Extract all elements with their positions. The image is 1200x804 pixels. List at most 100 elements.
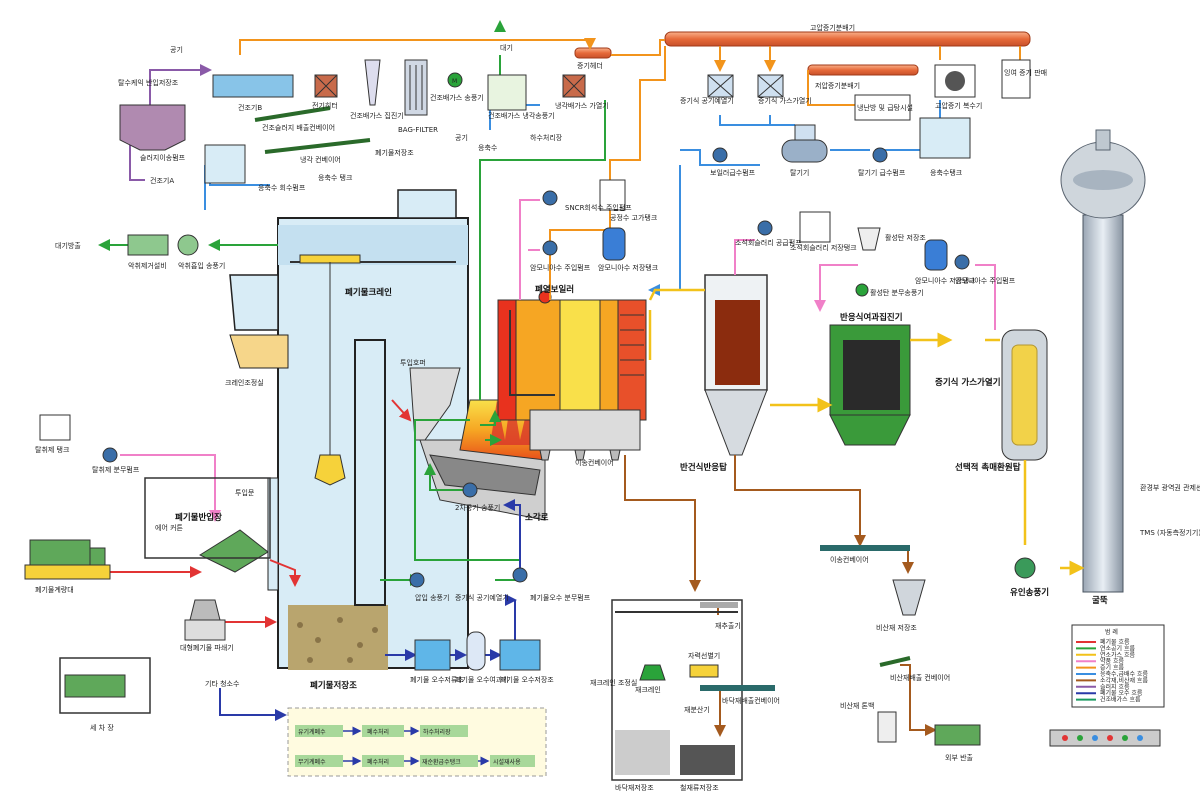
label-sludge-pump: 슬러지이송펌프 [140,153,186,162]
truck-icon [24,529,981,746]
process-r1-c1: 유기계폐수 [298,728,326,736]
label-waste-pit: 폐기물저장조 [310,680,357,691]
label-steam-air-heater2: 증기식 공기예열기 [680,96,734,105]
label-transfer-conveyor: 이송컨베이어 [575,458,614,467]
label-ammonia-tank: 암모니아수 저장탱크 [598,263,659,272]
label-scr-tower: 선택적 촉매환원탑 [955,462,1021,473]
label-activated-carbon-fan: 활성탄 분무송풍기 [870,288,924,297]
label-dry-exhaust-cooler: 건조배가스 냉각송풍기 [488,111,555,120]
label-lime-slurry-pump: 소석회슬러리 공급펌프 [735,238,802,247]
label-deodor-equipment: 악취제거설비 [128,261,167,270]
condensate-tank-left [204,144,246,184]
tank-icon [39,179,948,441]
waste-heat-boiler [497,290,647,461]
legend-label: 폐기물 오수 흐름 [1100,689,1143,697]
label-snc-pump: SNCR희석수 주입펌프 [565,203,632,212]
label-waste-intake: 폐기물반입장 [175,512,222,523]
label-bottom-ash-storage: 바닥재저장조 [615,783,654,792]
label-steam-gas-heater2: 증기식 가스가열기 [935,377,1001,388]
label-iron-storage: 철재류저장조 [680,783,719,792]
label-dry-exhaust-fan: 건조배가스 송풍기 [430,93,484,102]
label-bag-house: 반응식여과집진기 [840,312,903,323]
label-waste-storage-conveyor: 폐기물저장조 [375,148,414,157]
label-other-cleaning: 기타 청소수 [205,679,240,688]
process-r2-c2: 폐수처리 [367,758,389,766]
label-dry-exhaust-collector: 건조배가스 집진기 [350,111,404,120]
intake-shed [144,477,271,559]
process-r1-c3: 하수처리장 [423,728,451,736]
label-bag-filter: BAG-FILTER [398,126,438,134]
process-r2-c1: 무기계폐수 [298,758,326,766]
label-secondary-fan: 2차공기 송풍기 [455,503,500,512]
chimney [1060,129,1146,593]
bag-filter [404,59,428,116]
magnetic-separator [689,664,719,678]
cool-exhaust-heater [562,74,586,98]
district-heating-box [854,94,911,121]
label-waste-boiler: 폐열보일러 [535,284,574,295]
label-weighbridge: 폐기물계량대 [35,585,74,594]
label-air-mid: 공기 [455,133,468,142]
label-condensate-water: 응축수 [478,143,498,152]
legend-label: 증기 흐름 [1100,664,1124,672]
label-moe-center: 환경부 광역권 관제센터 [1140,483,1200,492]
label-condensate-tank2: 응축수탱크 [930,168,963,177]
label-air-top: 공기 [170,45,183,54]
label-condensate-tank: 응축수 탱크 [318,173,353,182]
label-external-out: 외부 반출 [945,753,974,762]
label-steam-gas-heater: 증기식 가스가열기 [758,96,812,105]
ash-building [611,599,743,781]
label-deaerator-feed-pump: 탈기기 급수펌프 [858,168,906,177]
label-industrial-water: 공정수 고가탱크 [610,213,658,222]
label-conveyor-bottom: 이송컨베이어 [830,555,869,564]
dewater-cake-hopper [119,104,186,151]
label-waste-leachate-filter: 폐기물 오수여과기 [455,675,509,684]
label-waste-crane: 폐기물크레인 [345,287,392,298]
label-steam-header: 증기헤더 [577,61,603,70]
label-large-shredder: 대형폐기물 파쇄기 [180,643,234,652]
car-wash-box [59,657,151,714]
label-fly-ash-truck: 비산재 톤백 [840,701,874,710]
label-hp-steam-distributor: 고압증기분배기 [810,23,855,32]
process-r1-c2: 폐수처리 [367,728,389,736]
semi-dry-reactor [704,274,768,456]
label-entrance-door: 투입문 [235,489,255,497]
leachate-tanks [414,631,541,671]
label-fly-ash-storage: 비산재 저장조 [876,623,917,632]
label-surplus-steam: 잉여 증기 판매 [1004,68,1047,77]
label-tms: TMS (자동측정기기) [1139,528,1200,537]
legend-label: 약품 흐름 [1100,657,1124,665]
label-dry-sludge-conveyor: 건조슬러지 배출컨베이어 [262,123,335,132]
labels-layer: 공기 탈수케익 반입저장조 건조기B 건조기A 슬러지이송펌프 전기히터 건조배… [35,23,1200,792]
activated-carbon [855,227,881,297]
process-r2-c4: 시설재사용 [493,758,521,766]
label-waste-leachate-tank: 폐기물 오수저류조 [410,675,464,684]
label-waste-leachate-pump: 폐기물오수 분무펌프 [530,593,591,602]
label-wastewater-plant: 하수처리장 [530,133,563,142]
label-condensate-pump: 응축수 회수펌프 [258,183,306,192]
scr-tower [1001,329,1048,461]
label-induced-fan: 유인송풍기 [1010,587,1049,598]
label-dryer-b: 건조기B [238,103,262,112]
legend-label: 연소가스 흐름 [1100,651,1136,659]
label-deodorant-tank: 탈취제 탱크 [35,445,70,454]
incinerator-furnace [419,390,546,521]
label-incinerator: 소각로 [525,512,549,523]
label-car-wash: 세 차 장 [90,723,114,732]
label-deodor-fan: 악취흡입 송풍기 [178,261,225,270]
label-electric-heater: 전기히터 [312,101,338,110]
label-waste-leachate-final: 폐기물 오수저장조 [500,675,554,684]
label-chimney: 굴뚝 [1092,596,1108,606]
label-district-heating: 냉난방 및 급탕시설 [857,103,913,112]
label-hopper: 투입호퍼 [400,358,426,367]
electric-heater [314,74,338,98]
motor-icon: M [447,72,463,88]
label-deodorant-pump: 탈취제 분무펌프 [92,465,140,474]
legend-title: 범 례 [1105,628,1118,636]
label-fly-ash-conveyor: 비산재배출 컨베이어 [890,673,950,682]
label-boiler-feed-pump: 보일러급수펌프 [710,168,756,177]
legend-label: 폐기물 흐름 [1100,638,1130,646]
label-cool-exhaust-heater: 냉각배가스 가열기 [555,101,609,110]
